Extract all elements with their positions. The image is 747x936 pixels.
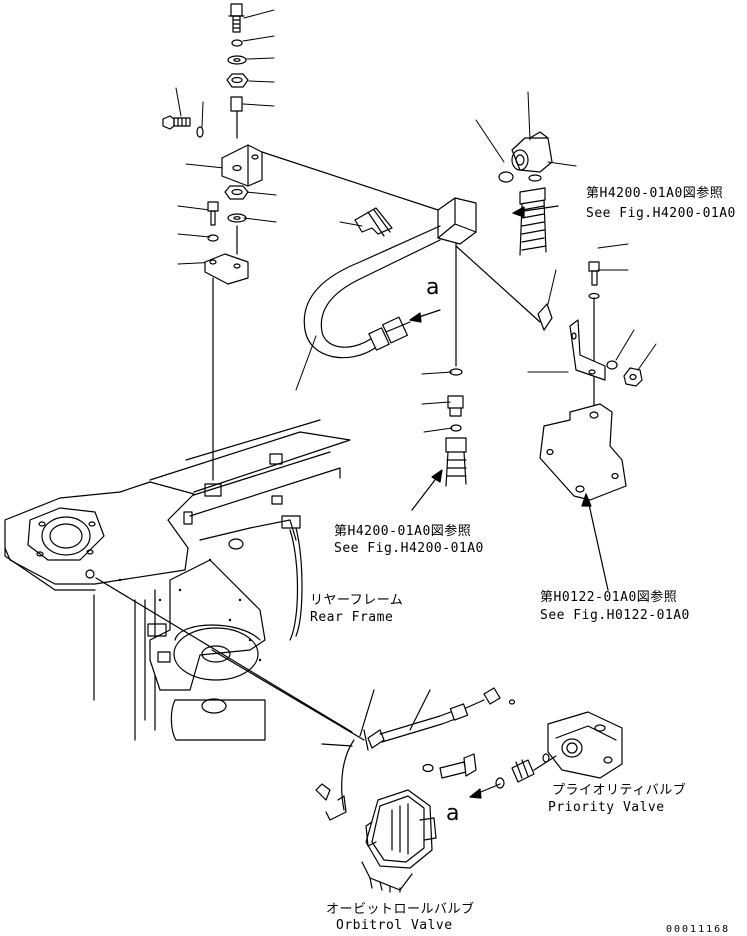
upper-bracket: [221, 144, 263, 187]
priority-valve-jp: プライオリティバルブ: [552, 783, 687, 798]
leader-lines-2: [295, 91, 657, 433]
view-marker-a-bottom: a: [446, 801, 460, 826]
side-bolt: [162, 115, 204, 138]
orbitrol-valve-en: Orbitrol Valve: [336, 918, 453, 933]
ref-h4200-mid-jp: 第H4200-01A0図参照: [334, 524, 472, 539]
ref-h4200-top-en: See Fig.H4200-01A0: [586, 206, 736, 221]
orbitrol-valve-shape: [361, 789, 437, 893]
ref-h0122-jp: 第H0122-01A0図参照: [540, 590, 678, 605]
rear-frame: [4, 419, 365, 741]
elbow-fitting: [498, 131, 553, 256]
priority-valve-en: Priority Valve: [548, 800, 665, 815]
priority-valve-shape: [511, 711, 623, 783]
ref-h4200-top-jp: 第H4200-01A0図参照: [586, 186, 724, 201]
drawing-code: 00011168: [666, 924, 731, 935]
arrows: [409, 205, 609, 799]
right-parts: [455, 243, 643, 501]
nut-washer: [224, 185, 249, 223]
orbitrol-valve-jp: オービットロールバルブ: [326, 902, 475, 917]
ref-h0122-en: See Fig.H0122-01A0: [540, 608, 690, 623]
lower-hose: [315, 687, 516, 821]
top-bolt-stack: [226, 3, 249, 139]
leader-lines: [175, 9, 277, 265]
hose-assembly: [303, 197, 477, 359]
rear-frame-en: Rear Frame: [310, 610, 394, 625]
lower-bracket: [204, 201, 249, 481]
ref-h4200-mid-en: See Fig.H4200-01A0: [334, 541, 484, 556]
center-line: [261, 151, 439, 211]
view-marker-a-top: a: [426, 275, 440, 300]
middle-fittings: [445, 368, 467, 487]
rear-frame-jp: リヤーフレーム: [310, 593, 404, 608]
